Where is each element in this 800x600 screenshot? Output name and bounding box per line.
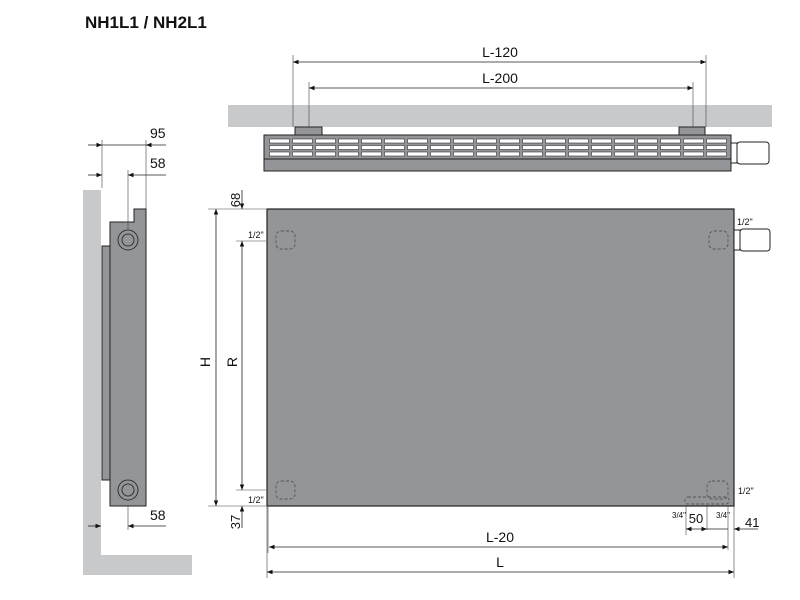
grille-slot [683, 138, 704, 144]
connection-bottom-right-icon [706, 480, 729, 500]
bottom-connection-block-icon [684, 496, 730, 505]
grille-slot [522, 145, 543, 150]
grille-slot [591, 145, 612, 150]
conn-label-3-4-a: 3/4" [672, 511, 686, 520]
valve-icon [733, 229, 741, 251]
grille-slot [407, 151, 428, 157]
conn-label-top-right: 1/2" [737, 217, 753, 227]
grille-slot [522, 138, 543, 144]
dim-h: H [197, 357, 213, 367]
grille-slot [660, 138, 681, 144]
connection-top-left-icon [275, 230, 296, 250]
grille-slot [476, 151, 497, 157]
grille-slot [637, 138, 658, 144]
grille-slot [453, 151, 474, 157]
grille-slot [292, 145, 313, 150]
ceiling-wall [228, 105, 772, 127]
grille-slot [430, 138, 451, 144]
grille-slot [269, 145, 290, 150]
dim-37: 37 [228, 515, 243, 529]
dim-68: 68 [228, 193, 243, 207]
grille-slot [338, 151, 359, 157]
grille-slot [545, 151, 566, 157]
front-panel [266, 208, 735, 507]
side-view: 95 58 58 [83, 125, 192, 575]
dim-95: 95 [150, 125, 166, 141]
grille-slot [637, 145, 658, 150]
grille-slot [591, 151, 612, 157]
dim-l: L [496, 554, 504, 570]
dim-58-top: 58 [150, 155, 166, 171]
grille-slot [683, 151, 704, 157]
dim-l-20: L-20 [486, 529, 514, 545]
grille-slot [453, 145, 474, 150]
grille-slot [660, 145, 681, 150]
grille-slot [361, 145, 382, 150]
grille-slot [522, 151, 543, 157]
grille-slot [269, 138, 290, 144]
grille-slot [476, 138, 497, 144]
grille-slot [292, 151, 313, 157]
grille-slot [430, 151, 451, 157]
grille-slot [706, 138, 727, 144]
valve-icon [730, 142, 738, 164]
wall-floor [83, 190, 192, 575]
grille-slot [499, 151, 520, 157]
grille-slot [384, 138, 405, 144]
grille-slot [384, 151, 405, 157]
grille-slot [706, 151, 727, 157]
conn-label-bottom-left: 1/2" [248, 495, 264, 505]
grille-slot [430, 145, 451, 150]
dim-50: 50 [689, 511, 703, 526]
dim-r: R [224, 357, 240, 367]
grille-slot [338, 138, 359, 144]
grille-slot [315, 145, 336, 150]
drawing-title: NH1L1 / NH2L1 [85, 13, 207, 32]
side-panel-front [101, 245, 111, 481]
grille-slot [499, 145, 520, 150]
grille-slot [407, 145, 428, 150]
conn-label-top-left: 1/2" [248, 230, 264, 240]
connection-top-right-icon [708, 230, 729, 250]
grille-slot [568, 151, 589, 157]
side-panel-body [109, 208, 147, 507]
grille-slot [338, 145, 359, 150]
grille-slot [683, 145, 704, 150]
conn-label-bottom-right: 1/2" [738, 486, 754, 496]
grille-slot [315, 138, 336, 144]
front-view: H R 68 37 1/2" 1/2" 1/2" 1/2" 3/4" 3/4" … [197, 190, 771, 578]
top-view: L-120 L-200 [228, 44, 772, 172]
top-grille [269, 138, 727, 157]
grille-slot [545, 145, 566, 150]
grille-slot [614, 151, 635, 157]
dim-58-bottom: 58 [150, 507, 166, 523]
grille-slot [614, 138, 635, 144]
grille-slot [660, 151, 681, 157]
grille-slot [361, 138, 382, 144]
grille-slot [292, 138, 313, 144]
grille-slot [384, 145, 405, 150]
grille-slot [499, 138, 520, 144]
grille-slot [706, 145, 727, 150]
conn-label-3-4-b: 3/4" [716, 511, 730, 520]
dim-l-120: L-120 [482, 44, 518, 60]
grille-slot [407, 138, 428, 144]
grille-slot [269, 151, 290, 157]
pipe-connector-icon [117, 479, 139, 501]
grille-slot [568, 145, 589, 150]
dim-l-200: L-200 [482, 70, 518, 86]
dim-41: 41 [745, 515, 759, 530]
grille-slot [591, 138, 612, 144]
grille-slot [568, 138, 589, 144]
grille-slot [361, 151, 382, 157]
grille-slot [315, 151, 336, 157]
grille-slot [614, 145, 635, 150]
grille-slot [545, 138, 566, 144]
grille-slot [637, 151, 658, 157]
grille-slot [476, 145, 497, 150]
grille-slot [453, 138, 474, 144]
connection-bottom-left-icon [275, 480, 296, 500]
